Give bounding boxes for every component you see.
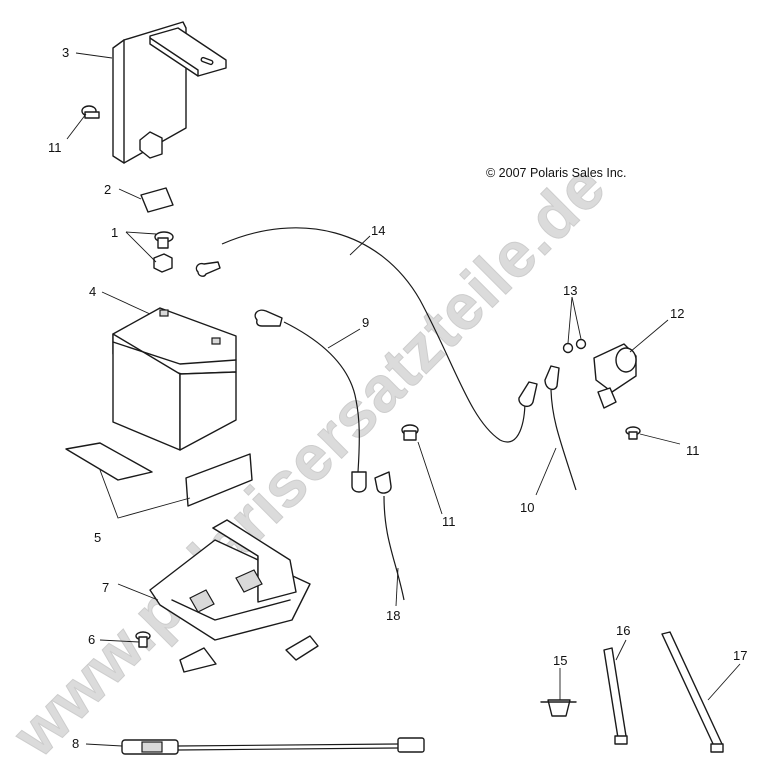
part-17-tie-strap — [661, 631, 724, 753]
callout-5: 5 — [94, 530, 101, 545]
part-11-bolt-right — [625, 426, 641, 440]
callout-13: 13 — [563, 283, 577, 298]
part-13-nuts — [562, 338, 587, 354]
copyright-text: © 2007 Polaris Sales Inc. — [486, 166, 627, 180]
part-11-bolt-top — [81, 105, 100, 119]
callout-11-middle: 11 — [442, 514, 456, 529]
part-9-cable — [254, 309, 367, 493]
callout-11-right: 11 — [686, 443, 700, 458]
callout-1: 1 — [111, 225, 118, 240]
part-18-cable — [374, 471, 405, 601]
part-16-tie-strap — [603, 647, 628, 745]
callout-7: 7 — [102, 580, 109, 595]
callout-8: 8 — [72, 736, 79, 751]
part-7-battery-tray — [149, 519, 319, 673]
callout-6: 6 — [88, 632, 95, 647]
part-12-solenoid — [593, 343, 637, 409]
part-8-harness — [121, 737, 425, 755]
callout-labels: 3 11 2 1 4 14 9 13 12 11 11 10 5 7 6 18 … — [48, 45, 747, 751]
part-2-pad — [140, 187, 174, 213]
part-3-battery-bracket — [112, 21, 227, 164]
part-1-bolt-nut — [153, 231, 174, 273]
part-6-fastener — [135, 631, 151, 648]
callout-4: 4 — [89, 284, 96, 299]
callout-11-top: 11 — [48, 140, 62, 155]
part-14-cable — [195, 227, 526, 443]
callout-3: 3 — [62, 45, 69, 60]
part-10-cable — [518, 365, 577, 491]
callout-9: 9 — [362, 315, 369, 330]
part-5-pads — [65, 442, 253, 507]
callout-10: 10 — [520, 500, 534, 515]
callout-18: 18 — [386, 608, 400, 623]
leader-lines — [66, 52, 741, 747]
callout-14: 14 — [371, 223, 385, 238]
part-11-bolt-middle — [401, 424, 419, 441]
callout-12: 12 — [670, 306, 684, 321]
callout-16: 16 — [616, 623, 630, 638]
callout-15: 15 — [553, 653, 567, 668]
callout-17: 17 — [733, 648, 747, 663]
callout-2: 2 — [104, 182, 111, 197]
part-4-battery — [112, 307, 237, 451]
part-15-push-clip — [540, 699, 577, 717]
